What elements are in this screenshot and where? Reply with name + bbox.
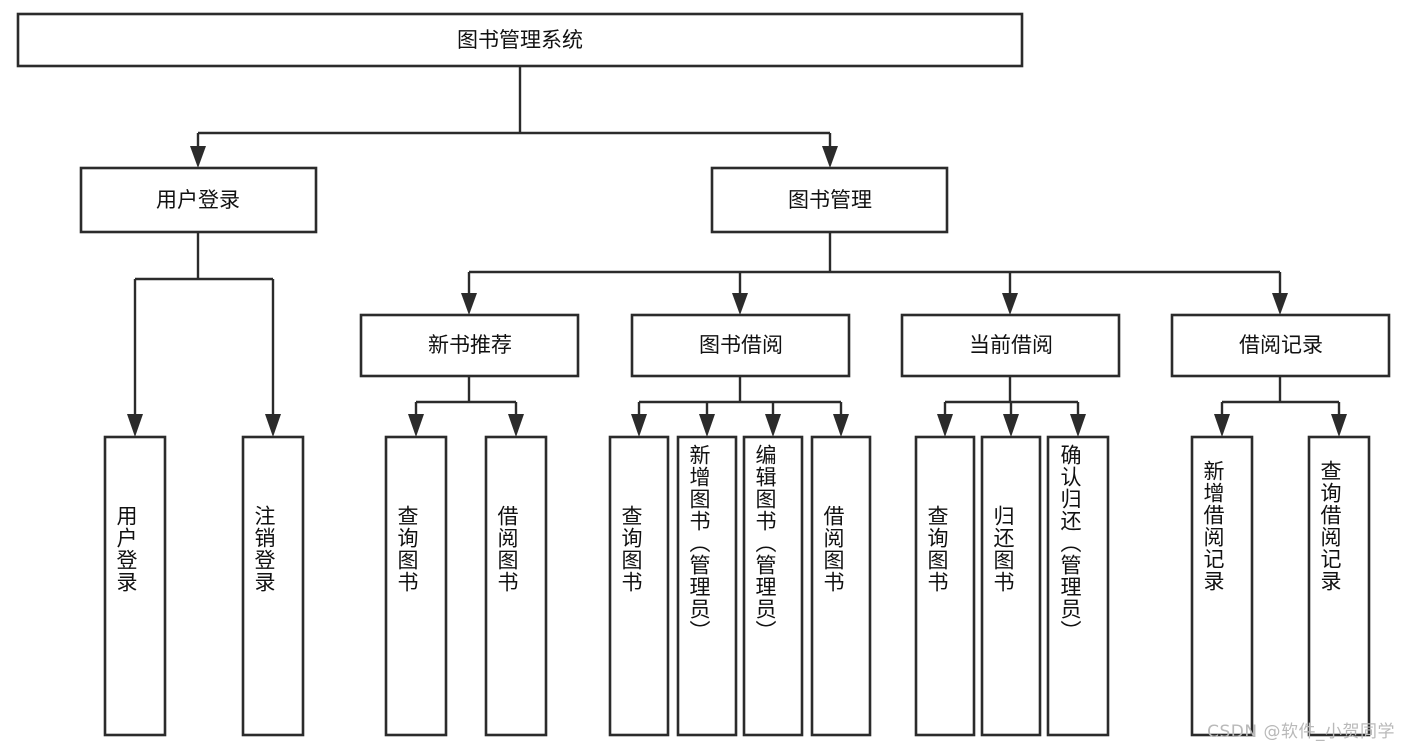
leaf-boxes-borrow-records xyxy=(1190,435,1371,737)
node-book-borrow-label: 图书借阅 xyxy=(699,333,783,357)
connectors-book-borrow xyxy=(631,376,849,437)
node-root-label: 图书管理系统 xyxy=(457,28,583,52)
arrow-head-leaf-br-2 xyxy=(1331,414,1347,437)
node-user-login-box[interactable] xyxy=(79,166,318,234)
arrow-head-book-manage xyxy=(822,146,838,168)
connectors-book-manage xyxy=(461,232,1288,315)
leaf-box-user-login-2[interactable] xyxy=(241,435,305,737)
node-current-borrow[interactable]: 当前借阅 xyxy=(900,313,1121,378)
leaf-boxes-new-book-recommend xyxy=(384,435,548,737)
arrow-head-leaf-br-1 xyxy=(1214,414,1230,437)
node-new-book-recommend-label: 新书推荐 xyxy=(428,333,512,357)
arrow-head-leaf-cb-1 xyxy=(937,414,953,437)
leaf-boxes-current-borrow xyxy=(914,435,1110,737)
connectors-root xyxy=(190,66,838,168)
leaf-box-nbr-1[interactable] xyxy=(384,435,448,737)
arrow-head-new-book xyxy=(461,293,477,315)
node-user-login[interactable]: 用户登录 xyxy=(79,166,318,234)
arrow-head-leaf-bb-3 xyxy=(765,414,781,437)
leaf-box-br-2[interactable] xyxy=(1307,435,1371,737)
leaf-boxes-user-login xyxy=(103,435,305,737)
connectors-current-borrow xyxy=(937,376,1086,437)
node-book-manage-label: 图书管理 xyxy=(788,188,872,212)
leaf-box-br-1[interactable] xyxy=(1190,435,1254,737)
node-root-box[interactable] xyxy=(16,12,1024,68)
leaf-box-bb-4[interactable] xyxy=(810,435,872,737)
leaf-box-cb-2[interactable] xyxy=(980,435,1042,737)
leaf-boxes-book-borrow xyxy=(608,435,872,737)
connectors-user-login xyxy=(127,232,281,437)
node-current-borrow-box[interactable] xyxy=(900,313,1121,378)
node-borrow-records-label: 借阅记录 xyxy=(1239,333,1323,357)
arrow-head-leaf-user-login-1 xyxy=(127,414,143,437)
arrow-head-book-borrow xyxy=(732,293,748,315)
node-book-borrow-box[interactable] xyxy=(630,313,851,378)
node-new-book-recommend-box[interactable] xyxy=(359,313,580,378)
watermark-text: CSDN @软件_小贺同学 xyxy=(1207,722,1395,742)
leaf-box-bb-3[interactable] xyxy=(742,435,804,737)
arrow-head-leaf-nbr-2 xyxy=(508,414,524,437)
node-borrow-records-box[interactable] xyxy=(1170,313,1391,378)
leaf-box-user-login-1[interactable] xyxy=(103,435,167,737)
node-book-borrow[interactable]: 图书借阅 xyxy=(630,313,851,378)
leaf-box-cb-1[interactable] xyxy=(914,435,976,737)
arrow-head-leaf-user-login-2 xyxy=(265,414,281,437)
arrow-head-user-login xyxy=(190,146,206,168)
arrow-head-leaf-bb-4 xyxy=(833,414,849,437)
node-book-manage-box[interactable] xyxy=(710,166,949,234)
arrow-head-current-borrow xyxy=(1002,293,1018,315)
connectors-borrow-records xyxy=(1214,376,1347,437)
arrow-head-leaf-nbr-1 xyxy=(408,414,424,437)
node-current-borrow-label: 当前借阅 xyxy=(969,333,1053,357)
node-root[interactable]: 图书管理系统 xyxy=(16,12,1024,68)
arrow-head-leaf-bb-1 xyxy=(631,414,647,437)
node-user-login-label: 用户登录 xyxy=(156,188,240,212)
leaf-box-bb-1[interactable] xyxy=(608,435,670,737)
leaf-box-cb-3[interactable] xyxy=(1046,435,1110,737)
arrow-head-leaf-cb-2 xyxy=(1003,414,1019,437)
leaf-box-nbr-2[interactable] xyxy=(484,435,548,737)
node-borrow-records[interactable]: 借阅记录 xyxy=(1170,313,1391,378)
node-book-manage[interactable]: 图书管理 xyxy=(710,166,949,234)
arrow-head-leaf-cb-3 xyxy=(1070,414,1086,437)
arrow-head-borrow-records xyxy=(1272,293,1288,315)
node-new-book-recommend[interactable]: 新书推荐 xyxy=(359,313,580,378)
leaf-box-bb-2[interactable] xyxy=(676,435,738,737)
arrow-head-leaf-bb-2 xyxy=(699,414,715,437)
connectors-new-book-recommend xyxy=(408,376,524,437)
